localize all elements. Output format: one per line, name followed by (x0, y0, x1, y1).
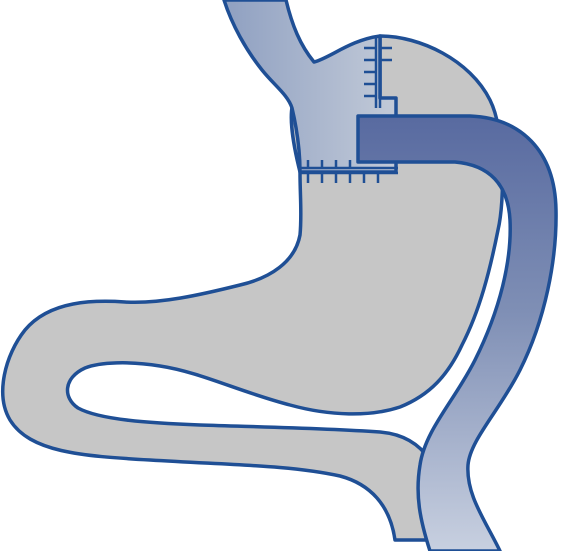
gastric-bypass-diagram (0, 0, 573, 551)
